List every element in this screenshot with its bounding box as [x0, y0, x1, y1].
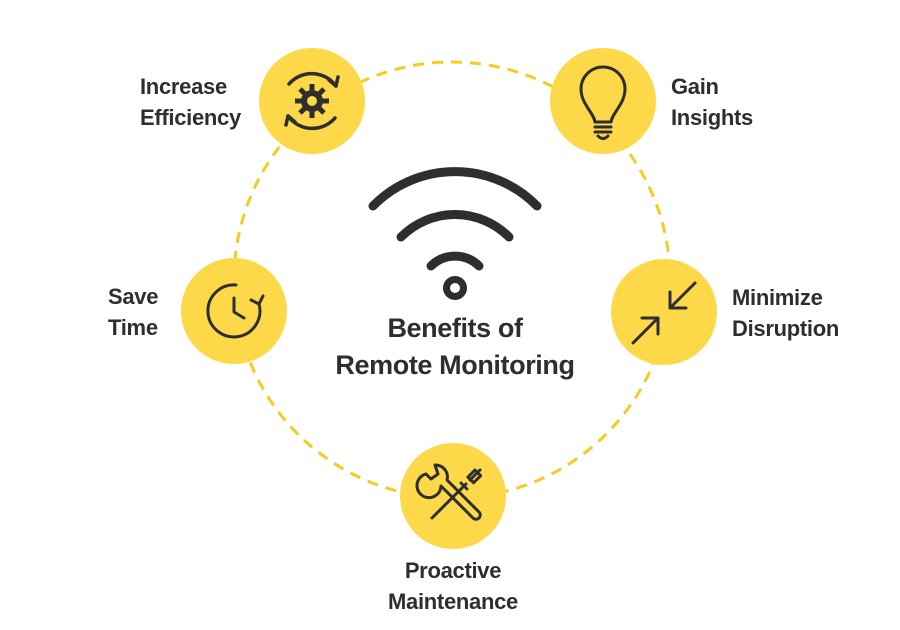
insights-circle — [550, 48, 656, 154]
benefit-node-insights — [550, 48, 656, 154]
compress-arrows-icon — [631, 281, 697, 345]
wifi-icon — [368, 167, 542, 300]
label-minimize-disruption: Minimize Disruption — [732, 285, 839, 341]
label-proactive-maintenance: Proactive Maintenance — [388, 558, 518, 614]
benefit-node-maintenance — [400, 443, 506, 549]
gear-cycle-icon — [284, 71, 340, 131]
benefit-node-disruption — [611, 259, 717, 365]
title-line-1: Benefits of — [387, 313, 523, 343]
lightbulb-icon — [579, 65, 627, 140]
title-line-2: Remote Monitoring — [335, 350, 575, 380]
label-increase-efficiency: Increase Efficiency — [140, 74, 241, 130]
label-gain-insights: Gain Insights — [671, 74, 753, 130]
diagram-title: Benefits of Remote Monitoring — [300, 310, 610, 384]
clock-icon — [206, 283, 265, 339]
benefit-node-efficiency — [259, 48, 365, 154]
wrench-screwdriver-icon — [415, 463, 483, 521]
benefit-node-time — [181, 258, 287, 364]
disruption-circle — [611, 259, 717, 365]
label-save-time: Save Time — [108, 284, 159, 340]
